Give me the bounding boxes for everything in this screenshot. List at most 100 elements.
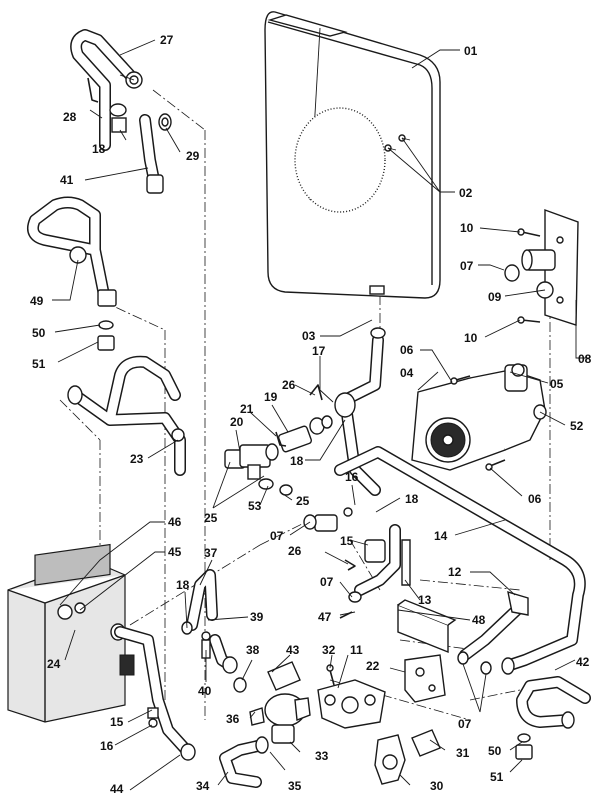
- callout-19: 19: [264, 390, 278, 404]
- plate-43: [267, 661, 301, 691]
- callout-25-right: 25: [296, 494, 310, 508]
- callout-04: 04: [400, 366, 414, 380]
- plug-51: [97, 335, 115, 351]
- callout-07-right: 07: [458, 717, 472, 731]
- seal-50: [98, 320, 114, 330]
- callout-10-bottom: 10: [464, 331, 478, 345]
- clip-26-mid: [344, 559, 356, 571]
- callout-06-top: 06: [400, 343, 414, 357]
- callout-44: 44: [110, 782, 124, 796]
- callout-29: 29: [186, 149, 200, 163]
- plate-22: [404, 654, 446, 703]
- callout-10-top: 10: [460, 221, 474, 235]
- callout-34: 34: [196, 779, 210, 793]
- callout-15-mid: 15: [340, 534, 354, 548]
- screw-32: [326, 664, 335, 686]
- seal-07-pump: [504, 264, 520, 282]
- callout-30: 30: [430, 779, 444, 793]
- callout-43: 43: [286, 643, 300, 657]
- cover-30: [374, 734, 406, 785]
- callout-53: 53: [248, 499, 262, 513]
- callout-26-top: 26: [282, 378, 296, 392]
- screws-10: [517, 228, 541, 324]
- callout-18-valve: 18: [405, 492, 419, 506]
- seal-50-right: [517, 733, 531, 743]
- pipe-27: [70, 29, 143, 151]
- pipe-14: [334, 446, 586, 675]
- callout-07-valve: 07: [320, 575, 334, 589]
- valve-13: [354, 524, 411, 596]
- screws-06: [450, 375, 506, 471]
- pipe-12: [459, 590, 529, 661]
- pipe-37: [186, 569, 238, 674]
- callout-16-left: 16: [100, 739, 114, 753]
- callout-01: 01: [464, 44, 478, 58]
- callout-28: 28: [63, 110, 77, 124]
- callout-14: 14: [434, 529, 448, 543]
- callout-49: 49: [30, 294, 44, 308]
- callout-31: 31: [456, 746, 470, 760]
- callout-52: 52: [570, 419, 584, 433]
- callout-07-mid: 07: [270, 529, 284, 543]
- seal-38: [233, 677, 247, 693]
- pipe-17: [334, 327, 386, 496]
- callout-50-left: 50: [32, 326, 46, 340]
- callout-17: 17: [312, 344, 326, 358]
- callout-07-pump: 07: [460, 259, 474, 273]
- seal-25: [279, 484, 293, 496]
- pipe-42: [516, 676, 591, 729]
- callout-47: 47: [318, 610, 332, 624]
- callout-24: 24: [47, 657, 61, 671]
- callout-22: 22: [366, 659, 380, 673]
- plate-exchanger-46: [7, 543, 135, 723]
- callout-37: 37: [204, 546, 218, 560]
- callout-20: 20: [230, 415, 244, 429]
- callout-26-mid: 26: [288, 544, 302, 558]
- callout-35: 35: [288, 779, 302, 793]
- callout-27: 27: [160, 33, 174, 47]
- callout-06-bottom: 06: [528, 492, 542, 506]
- callout-39: 39: [250, 610, 264, 624]
- callout-32: 32: [322, 643, 336, 657]
- pipe-44: [114, 626, 196, 761]
- valve-40: [201, 631, 211, 659]
- callout-36: 36: [226, 712, 240, 726]
- callout-labels: 01 02 03 04 05 06 06 07 07 07 07 08 09 1…: [30, 33, 592, 796]
- clip-26-top: [309, 384, 323, 401]
- callout-45: 45: [168, 545, 182, 559]
- pipe-34: [219, 736, 269, 788]
- pipe-49: [27, 196, 117, 307]
- adapter-15: [314, 507, 353, 532]
- seal-29: [158, 113, 172, 131]
- callout-11: 11: [350, 643, 363, 657]
- seal-53: [258, 478, 274, 490]
- callout-48: 48: [472, 613, 486, 627]
- callout-15-left: 15: [110, 715, 124, 729]
- pump-04: [411, 363, 546, 471]
- callout-51-right: 51: [490, 770, 504, 784]
- callout-leaders: [52, 39, 590, 791]
- tee-18-top: [109, 103, 127, 133]
- callout-03: 03: [302, 329, 316, 343]
- hydraulic-block-11: [317, 679, 386, 729]
- callout-42: 42: [576, 655, 590, 669]
- callout-18-left: 18: [176, 578, 190, 592]
- callout-23: 23: [130, 452, 144, 466]
- callout-46: 46: [168, 515, 182, 529]
- callout-05: 05: [550, 377, 564, 391]
- callout-51-left: 51: [32, 357, 46, 371]
- clip-21: [275, 431, 287, 447]
- callout-09: 09: [488, 290, 502, 304]
- callout-08: 08: [578, 352, 592, 366]
- pipe-19: [277, 415, 333, 453]
- callout-13: 13: [418, 593, 432, 607]
- valve-33: [264, 693, 311, 744]
- plug-51-right: [515, 744, 533, 760]
- callout-02: 02: [459, 186, 473, 200]
- callout-38: 38: [246, 643, 260, 657]
- callout-18-mid: 18: [290, 454, 304, 468]
- expansion-vessel: [264, 11, 441, 299]
- seal-31: [411, 729, 441, 757]
- callout-12: 12: [448, 565, 462, 579]
